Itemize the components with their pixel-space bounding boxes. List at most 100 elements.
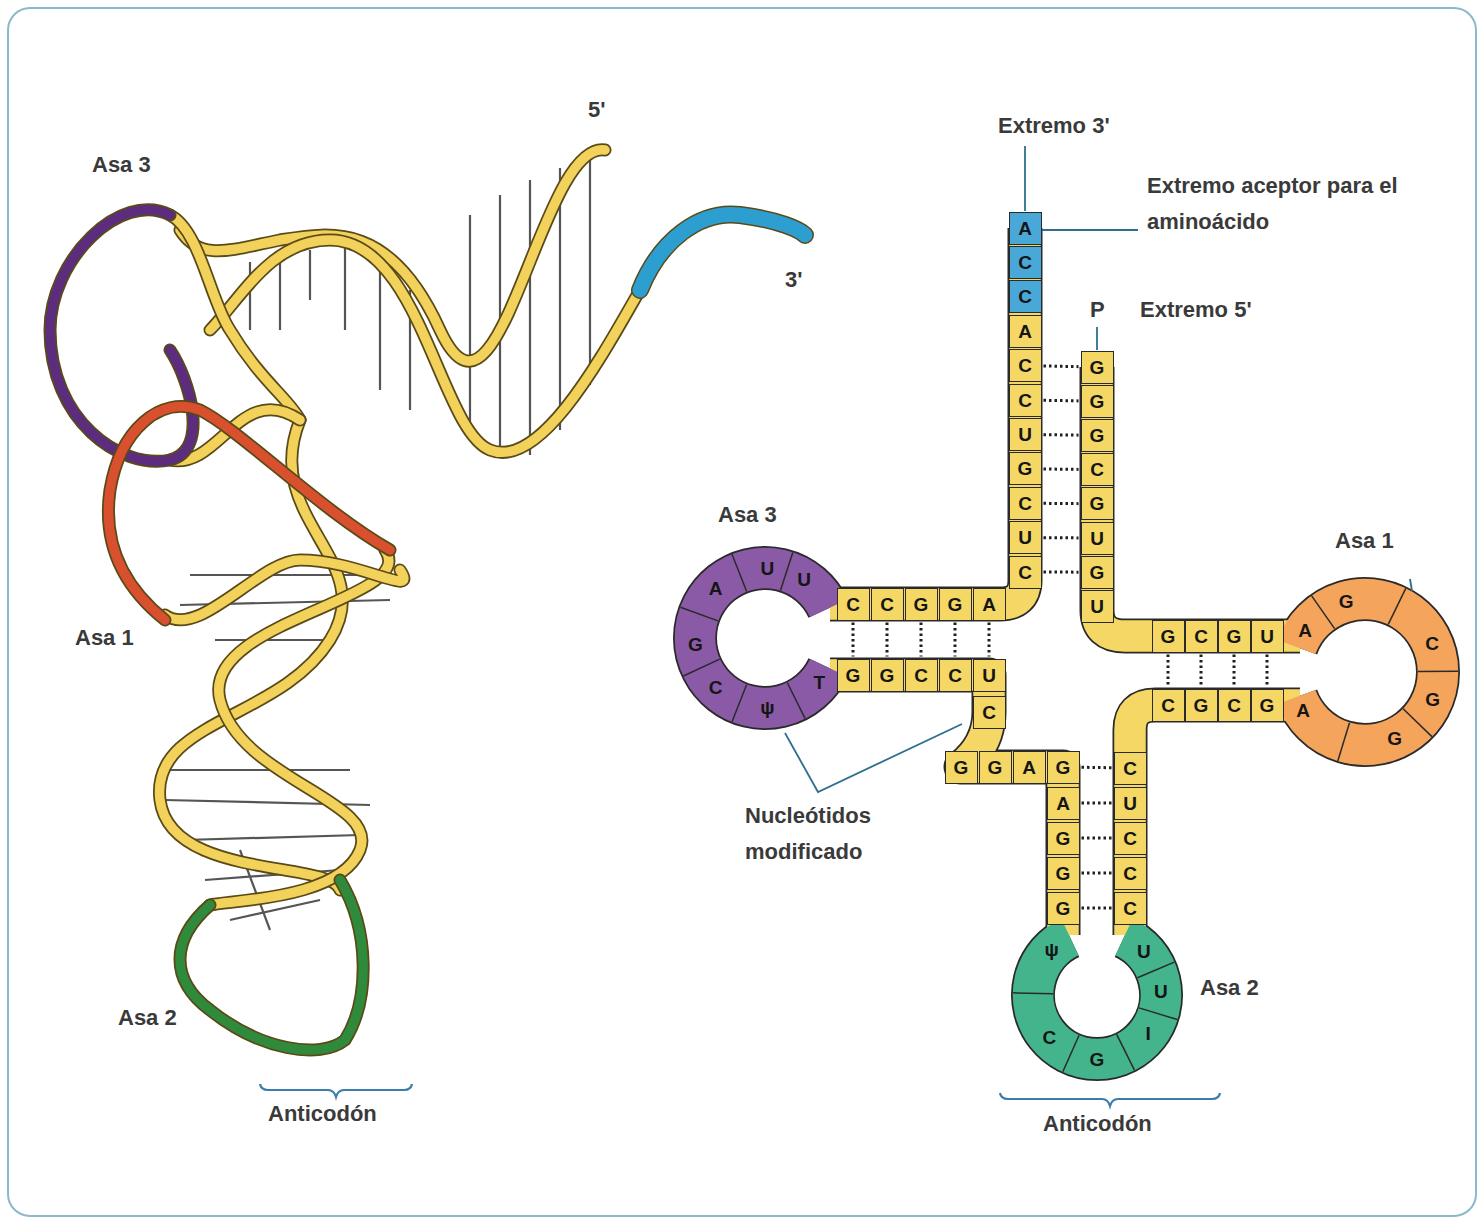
part-label: Anticodón: [1043, 1106, 1152, 1142]
nucleotide-box: G: [1081, 556, 1114, 589]
acceptor-tail: [640, 214, 805, 290]
ribbon-strand: [210, 550, 389, 905]
anticodon-bracket: [260, 1084, 412, 1097]
base-pair-bond: [1266, 655, 1269, 687]
nucleotide-letter: A: [709, 579, 723, 598]
nucleotide-letter: C: [1090, 460, 1104, 479]
base-pair-bond: [1044, 468, 1079, 471]
nucleotide-letter: C: [1227, 696, 1241, 715]
base-pair-bond: [1082, 872, 1112, 875]
nucleotide-letter: U: [1137, 942, 1151, 961]
nucleotide-box: A: [1009, 315, 1042, 348]
nucleotide-letter: U: [1154, 982, 1168, 1001]
nucleotide-box: C: [1114, 857, 1147, 890]
ribbon-strand-outline: [180, 150, 605, 361]
nucleotide-box: G: [837, 659, 870, 692]
loop-2-ring-outline: [1033, 937, 1161, 1059]
backbone: [830, 228, 1025, 604]
nucleotide-letter: G: [988, 758, 1003, 777]
loop-nucleotide: C: [1418, 629, 1446, 657]
nucleotide-letter: ψ: [1045, 940, 1059, 959]
leader-line: [1096, 327, 1098, 350]
base-pair-bond: [886, 623, 889, 657]
nucleotide-box: G: [1081, 385, 1114, 418]
nucleotide-box: A: [973, 588, 1006, 621]
loop-nucleotide: A: [702, 575, 730, 603]
nucleotide-box: A: [1013, 751, 1046, 784]
sector-divider: [1338, 723, 1350, 761]
nucleotide-box: C: [1009, 487, 1042, 520]
loop-nucleotide: T: [805, 668, 833, 696]
nucleotide-letter: G: [948, 595, 963, 614]
loop-3-ring: [695, 568, 828, 708]
part-label: Extremo aceptor para el aminoácido: [1147, 168, 1447, 240]
nucleotide-box: G: [1081, 487, 1114, 520]
base-pair-bond: [1082, 766, 1112, 769]
part-label: Extremo 3': [998, 108, 1110, 144]
nucleotide-letter: G: [846, 666, 861, 685]
nucleotide-letter: G: [1056, 864, 1071, 883]
base-pair-bond: [1044, 571, 1079, 574]
loop-1-outline: [108, 407, 390, 620]
backbone: [1097, 367, 1300, 636]
loop-nucleotide: C: [702, 673, 730, 701]
part-label: Anticodón: [268, 1096, 377, 1132]
loop-3-ring-outline: [695, 568, 828, 708]
base-pair-rung: [170, 769, 350, 771]
part-label: Asa 3: [718, 497, 777, 533]
nucleotide-letter: C: [1018, 563, 1032, 582]
nucleotide-letter: U: [797, 570, 811, 589]
nucleotide-letter: G: [1425, 690, 1440, 709]
loop-nucleotide: ψ: [753, 694, 781, 722]
loop-2-ring: [1033, 937, 1161, 1059]
ribbon-strand: [210, 240, 640, 452]
loop-nucleotide: A: [1291, 616, 1319, 644]
ribbon-strand-outline: [210, 550, 389, 905]
nucleotide-box: G: [1251, 689, 1284, 722]
nucleotide-letter: C: [1194, 627, 1208, 646]
nucleotide-letter: C: [1018, 253, 1032, 272]
sector-divider: [787, 683, 805, 719]
nucleotide-box: A: [1047, 787, 1080, 820]
loop-nucleotide: G: [1381, 725, 1409, 753]
base-pair-bond: [954, 623, 957, 657]
nucleotide-box: G: [1218, 620, 1251, 653]
nucleotide-letter: G: [1056, 899, 1071, 918]
nucleotide-letter: G: [1227, 627, 1242, 646]
nucleotide-letter: U: [1090, 597, 1104, 616]
nucleotide-box: C: [1114, 892, 1147, 925]
base-pair-rung: [215, 639, 330, 641]
nucleotide-box: C: [1009, 556, 1042, 589]
base-pair-bond: [1044, 502, 1079, 505]
nucleotide-letter: G: [880, 666, 895, 685]
part-label: Asa 1: [1335, 523, 1394, 559]
base-pair-bond: [1200, 655, 1203, 687]
nucleotide-box: G: [1185, 689, 1218, 722]
nucleotide-letter: A: [1298, 621, 1312, 640]
sector-divider: [683, 659, 719, 676]
loop-1-ring-outline: [1296, 599, 1438, 745]
nucleotide-box: C: [973, 696, 1006, 729]
base-pair-rung: [309, 250, 311, 300]
nucleotide-letter: I: [1145, 1024, 1150, 1043]
nucleotide-box: U: [1081, 522, 1114, 555]
nucleotide-box: G: [1047, 857, 1080, 890]
nucleotide-box: U: [1114, 787, 1147, 820]
cloverleaf-backbone: [680, 228, 1458, 1072]
ribbon-strand: [165, 560, 404, 620]
loop-nucleotide: U: [1147, 978, 1175, 1006]
acceptor-tail-outline: [640, 214, 805, 290]
base-pair-bond: [852, 623, 855, 657]
base-pair-rung: [344, 246, 346, 330]
nucleotide-letter: G: [954, 758, 969, 777]
nucleotide-letter: U: [1260, 627, 1274, 646]
nucleotide-letter: G: [1339, 592, 1354, 611]
nucleotide-letter: C: [1161, 696, 1175, 715]
sector-divider: [1403, 709, 1432, 737]
nucleotide-box: U: [1081, 590, 1114, 623]
part-label: Asa 1: [75, 620, 134, 656]
nucleotide-letter: A: [1296, 701, 1310, 720]
nucleotide-box: G: [1047, 822, 1080, 855]
backbone-outline: [1130, 705, 1300, 935]
sector-divider: [680, 607, 718, 621]
